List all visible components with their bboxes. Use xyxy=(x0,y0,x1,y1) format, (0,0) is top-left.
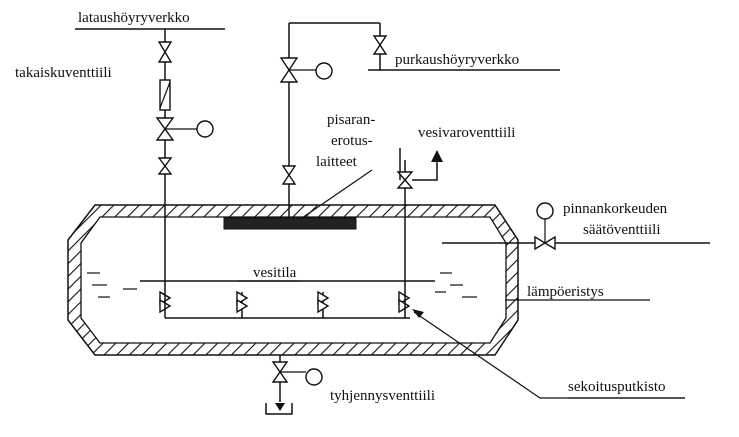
drain-line xyxy=(265,355,323,415)
charging-line xyxy=(75,28,225,318)
label-check-valve: takaiskuventtiili xyxy=(15,65,112,81)
drain-funnel-icon xyxy=(265,403,293,415)
isolation-valve xyxy=(157,41,173,63)
label-water-space: vesitila xyxy=(253,265,297,281)
nozzle xyxy=(317,290,330,314)
drain-arrow-icon xyxy=(275,403,285,411)
isolation-valve xyxy=(372,35,388,55)
label-discharge-steam-network: purkaushöyryverkko xyxy=(395,52,519,68)
nozzle xyxy=(236,290,249,314)
label-charging-steam-network: lataushöyryverkko xyxy=(78,10,190,26)
safety-valve xyxy=(396,171,414,189)
arrow-icon xyxy=(412,309,424,318)
label-level-control-line2: säätöventtiili xyxy=(583,222,660,238)
safety-valve-line xyxy=(396,148,443,318)
actuator-icon xyxy=(305,368,323,386)
isolation-valve xyxy=(157,157,173,175)
droplet-separator xyxy=(223,217,357,230)
actuator-icon xyxy=(536,202,554,220)
nozzle xyxy=(398,290,411,314)
label-insulation: lämpöeristys xyxy=(527,284,604,300)
label-drain-valve: tyhjennysventtiili xyxy=(330,388,435,404)
label-level-control-line1: pinnankorkeuden xyxy=(563,201,668,217)
actuator-icon xyxy=(315,62,333,80)
actuator-icon xyxy=(196,120,214,138)
leader-lines xyxy=(238,169,685,399)
label-mixing-pipes: sekoitusputkisto xyxy=(568,379,666,395)
isolation-valve xyxy=(281,165,297,185)
label-droplet-separator-line3: laitteet xyxy=(316,154,358,170)
vent-arrow-icon xyxy=(431,150,443,162)
level-control xyxy=(442,202,710,251)
label-droplet-separator-line2: erotus- xyxy=(331,133,373,149)
discharge-line xyxy=(279,22,560,218)
label-droplet-separator-line1: pisaran- xyxy=(327,112,375,128)
label-safety-valve: vesivaroventtiili xyxy=(418,125,515,141)
